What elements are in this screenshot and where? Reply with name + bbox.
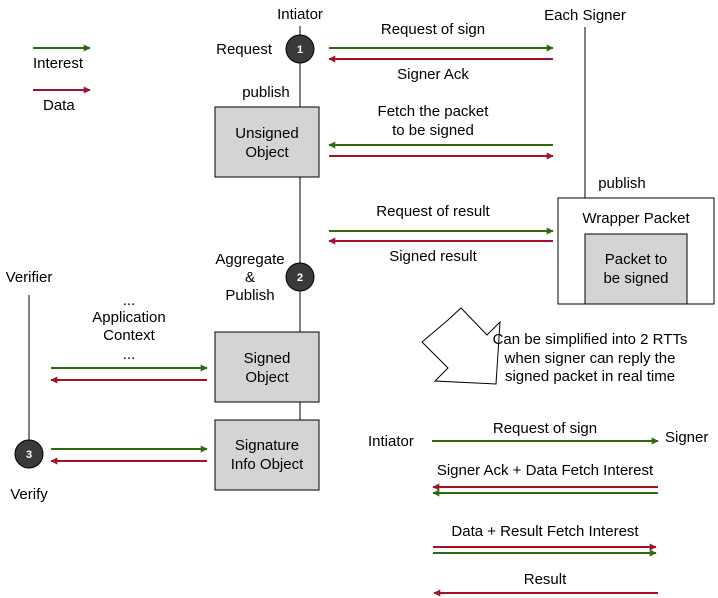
signer-publish-label: publish (598, 175, 646, 192)
each-signer-label: Each Signer (544, 7, 626, 24)
signed-object-box (214, 331, 320, 403)
packet-to-be-signed-label-2: be signed (603, 270, 668, 287)
step-1-label: Request (216, 41, 273, 58)
step-2-label-1: Aggregate (215, 251, 284, 268)
step-3-label: Verify (10, 486, 48, 503)
signature-info-object-label-2: Info Object (231, 456, 304, 473)
unsigned-object-label-1: Unsigned (235, 125, 298, 142)
packet-to-be-signed-label-1: Packet to (605, 251, 668, 268)
unsigned-object-label-2: Object (245, 144, 289, 161)
simplify-note-line-1: Can be simplified into 2 RTTs (493, 331, 688, 348)
step-2-label-3: Publish (225, 287, 274, 304)
legend-interest-label: Interest (33, 55, 84, 72)
verifier-side: Verifier 3 Verify ... Application Contex… (6, 269, 208, 503)
legend-data-label: Data (43, 97, 75, 114)
signed-object-label-1: Signed (244, 350, 291, 367)
legend: Interest Data (33, 44, 91, 114)
step-1-number: 1 (297, 44, 303, 56)
step-3-number: 3 (26, 449, 32, 461)
signer-side: Each Signer publish Wrapper Packet Packe… (544, 7, 715, 305)
initiator-label: Intiator (277, 6, 323, 23)
verifier-label: Verifier (6, 269, 53, 286)
signature-info-object-label-1: Signature (235, 437, 299, 454)
down-right-arrow-icon (421, 307, 501, 385)
request-of-result-label: Request of result (376, 203, 490, 220)
simplified-initiator-label: Intiator (368, 433, 414, 450)
signed-object-label-2: Object (245, 369, 289, 386)
simplified-result-label: Result (524, 571, 567, 588)
step-1-circle (285, 34, 315, 64)
fetch-packet-label-1: Fetch the packet (378, 103, 490, 120)
app-context-label-2: Application (92, 309, 165, 326)
unsigned-object-box (214, 106, 320, 178)
simplified-flow: Intiator Request of sign Signer Signer A… (368, 420, 708, 597)
initiator-timeline: Intiator Request 1 publish Unsigned Obje… (214, 6, 323, 491)
simplify-note-line-3: signed packet in real time (505, 368, 675, 385)
request-of-sign-label: Request of sign (381, 21, 485, 38)
signature-info-object-box (214, 419, 320, 491)
app-context-label-1: ... (123, 292, 136, 309)
simplified-signer-label: Signer (665, 429, 708, 446)
simplified-data-result-label: Data + Result Fetch Interest (451, 523, 639, 540)
packet-to-be-signed-box (584, 233, 688, 305)
step-2-label-2: & (245, 269, 255, 286)
step-3-circle (14, 439, 44, 469)
step-2-circle (285, 262, 315, 292)
simplified-ack-fetch-label: Signer Ack + Data Fetch Interest (437, 462, 654, 479)
simplification-hint: Can be simplified into 2 RTTs when signe… (421, 307, 688, 385)
app-context-label-3: Context (103, 327, 156, 344)
signed-result-label: Signed result (389, 248, 477, 265)
signer-exchanges: Request of sign Signer Ack Fetch the pac… (328, 21, 554, 265)
simplify-note-line-2: when signer can reply the (504, 350, 676, 367)
fetch-packet-label-2: to be signed (392, 122, 474, 139)
wrapper-packet-label: Wrapper Packet (582, 210, 690, 227)
step-2-number: 2 (297, 272, 303, 284)
app-context-label-4: ... (123, 346, 136, 363)
simplified-request-of-sign-label: Request of sign (493, 420, 597, 437)
signer-ack-label: Signer Ack (397, 66, 469, 83)
initiator-publish-label: publish (242, 84, 290, 101)
